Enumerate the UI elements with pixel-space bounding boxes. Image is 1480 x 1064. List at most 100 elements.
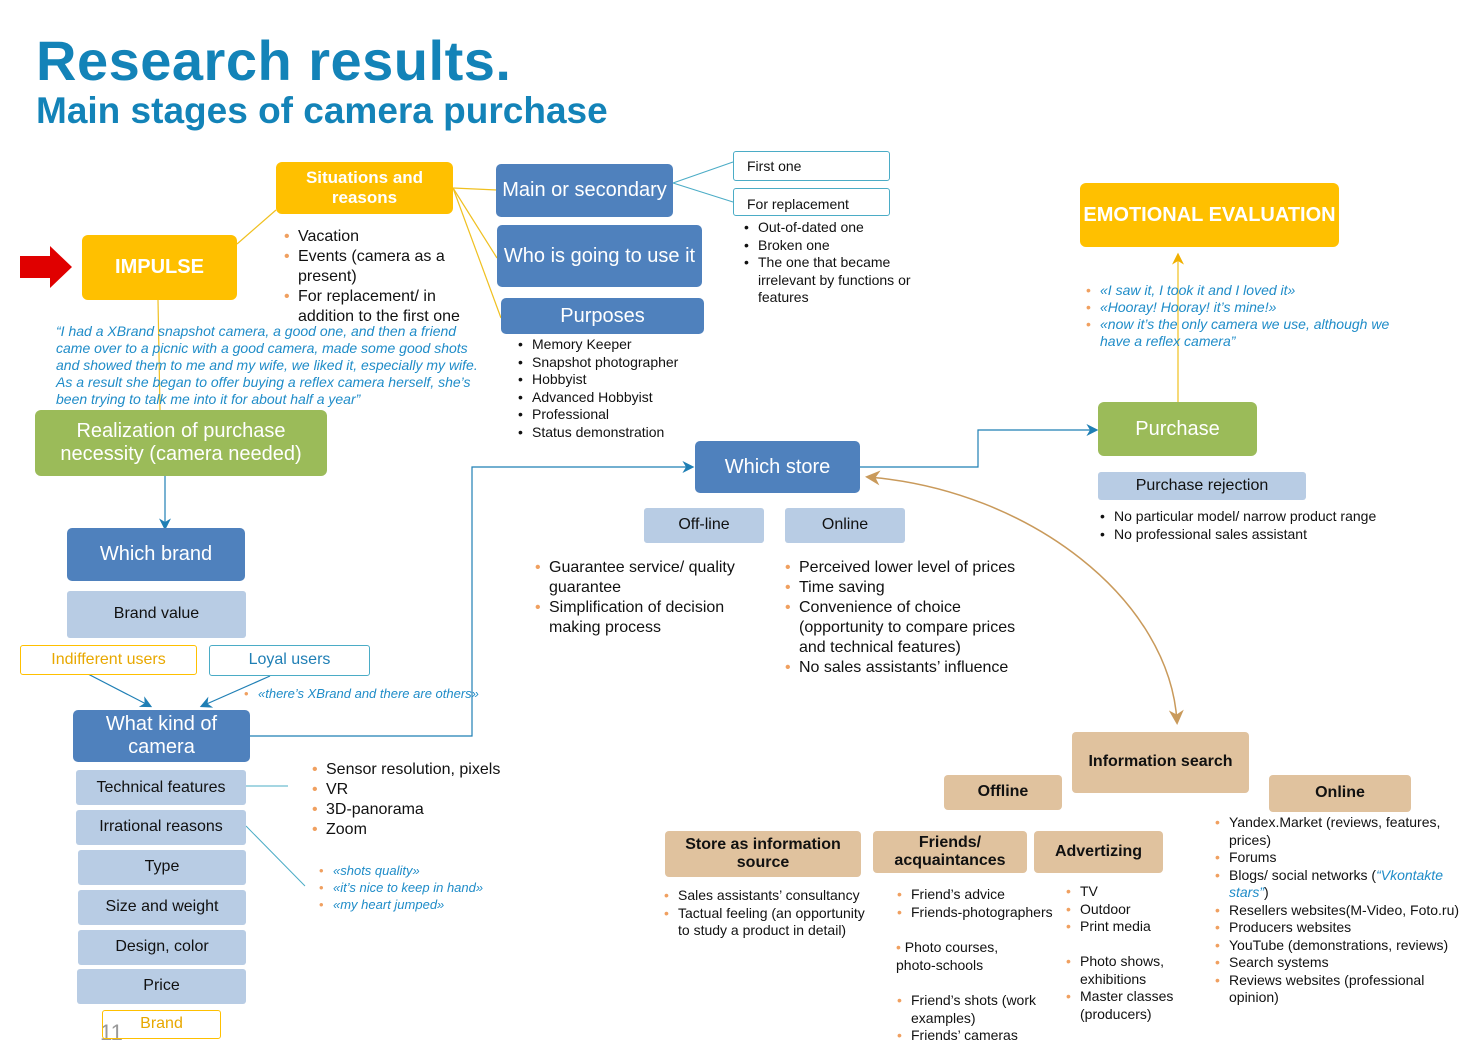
ad-list-2: Photo shows, exhibitions Master classes … — [1064, 953, 1184, 1023]
list-item: «Hooray! Hooray! it’s mine!» — [1084, 299, 1394, 316]
list-item: «now it’s the only camera we use, althou… — [1084, 316, 1394, 350]
list-item: Producers websites — [1213, 919, 1475, 937]
which-store-box: Which store — [695, 441, 860, 493]
list-item: Zoom — [310, 820, 530, 840]
friends-list-2: Friend’s shots (work examples) Friends’ … — [895, 992, 1070, 1045]
impulse-box: IMPULSE — [82, 235, 237, 300]
list-item: Reviews websites (professional opinion) — [1213, 972, 1475, 1007]
list-item: Sales assistants’ consultancy — [662, 887, 877, 905]
list-item: «there’s XBrand and there are others» — [242, 685, 502, 702]
list-item: Friend’s shots (work examples) — [895, 992, 1070, 1027]
page-subtitle: Main stages of camera purchase — [36, 90, 608, 131]
for-replacement-box: For replacement — [733, 188, 890, 216]
list-item: Professional — [516, 406, 716, 424]
type-box: Type — [78, 850, 246, 885]
list-item: Photo shows, exhibitions — [1064, 953, 1184, 988]
loyal-users-box: Loyal users — [209, 645, 370, 676]
brand-value-box: Brand value — [67, 591, 246, 638]
list-item: Perceived lower level of prices — [783, 558, 1043, 578]
store-source-box: Store as information source — [665, 831, 861, 877]
who-box: Who is going to use it — [497, 225, 702, 287]
list-item: Status demonstration — [516, 424, 716, 442]
friends-extra-text: Photo courses, photo-schools — [896, 939, 999, 973]
list-item: «my heart jumped» — [317, 896, 517, 913]
info-offline-box: Offline — [944, 775, 1062, 810]
page-title: Research results. — [36, 29, 512, 92]
irrational-quotes: «shots quality» «it’s nice to keep in ha… — [317, 862, 517, 913]
list-item: Snapshot photographer — [516, 354, 716, 372]
list-item: Memory Keeper — [516, 336, 716, 354]
list-item: For replacement/ in addition to the firs… — [282, 287, 482, 327]
list-item: Out-of-dated one — [742, 219, 942, 237]
list-item: Master classes (producers) — [1064, 988, 1184, 1023]
list-item: VR — [310, 780, 530, 800]
which-brand-box: Which brand — [67, 528, 245, 581]
list-item: Convenience of choice (opportunity to co… — [783, 598, 1043, 658]
info-online-box: Online — [1269, 775, 1411, 812]
list-item: TV — [1064, 883, 1184, 901]
list-item: Forums — [1213, 849, 1475, 867]
technical-features-box: Technical features — [76, 770, 246, 805]
list-item: Sensor resolution, pixels — [310, 760, 530, 780]
list-item: «shots quality» — [317, 862, 517, 879]
loyal-quote: «there’s XBrand and there are others» — [242, 685, 502, 702]
main-or-secondary-box: Main or secondary — [496, 164, 673, 217]
list-item: Search systems — [1213, 954, 1475, 972]
store-source-list: Sales assistants’ consultancy Tactual fe… — [662, 887, 877, 940]
store-online-box: Online — [785, 508, 905, 543]
list-item: Advanced Hobbyist — [516, 389, 716, 407]
list-item: No particular model/ narrow product rang… — [1098, 508, 1428, 526]
first-one-box: First one — [733, 151, 890, 181]
list-item: Hobbyist — [516, 371, 716, 389]
realization-box: Realization of purchase necessity (camer… — [35, 410, 327, 476]
purposes-list: Memory Keeper Snapshot photographer Hobb… — [516, 336, 716, 441]
emotional-quotes: «I saw it, I took it and I loved it» «Ho… — [1084, 282, 1394, 350]
rejection-list: No particular model/ narrow product rang… — [1098, 508, 1428, 543]
store-online-list: Perceived lower level of prices Time sav… — [783, 558, 1043, 678]
list-item: «it’s nice to keep in hand» — [317, 879, 517, 896]
indifferent-users-box: Indifferent users — [20, 645, 197, 675]
list-item: Guarantee service/ quality guarantee — [533, 558, 763, 598]
info-online-list: Yandex.Market (reviews, features, prices… — [1213, 814, 1475, 1007]
list-item: Outdoor — [1064, 901, 1184, 919]
size-weight-box: Size and weight — [78, 890, 246, 925]
ad-list: TV Outdoor Print media — [1064, 883, 1184, 936]
store-offline-box: Off-line — [644, 508, 764, 543]
brand-box: Brand — [102, 1010, 221, 1039]
blogs-text: Blogs/ social networks ( — [1229, 866, 1377, 883]
vkontakte-link: “Vkontakte stars” — [1229, 866, 1443, 901]
list-item: Resellers websites(M-Video, Foto.ru) — [1213, 902, 1475, 920]
situations-box: Situations and reasons — [276, 162, 453, 214]
red-arrow-icon — [20, 246, 72, 288]
list-item: Events (camera as a present) — [282, 247, 482, 287]
friends-list: Friend’s advice Friends-photographers — [895, 886, 1075, 921]
list-item: Tactual feeling (an opportunity to study… — [662, 905, 877, 940]
technical-list: Sensor resolution, pixels VR 3D-panorama… — [310, 760, 530, 840]
list-item: Time saving — [783, 578, 1043, 598]
price-box: Price — [77, 969, 246, 1004]
list-item: Simplification of decision making proces… — [533, 598, 763, 638]
purchase-box: Purchase — [1098, 402, 1257, 456]
list-item: «I saw it, I took it and I loved it» — [1084, 282, 1394, 299]
impulse-quote: “I had a XBrand snapshot camera, a good … — [56, 323, 478, 407]
list-item: Blogs/ social networks (“Vkontakte stars… — [1213, 867, 1475, 902]
list-item: Friend’s advice — [895, 886, 1075, 904]
store-offline-list: Guarantee service/ quality guarantee Sim… — [533, 558, 763, 638]
list-item: YouTube (demonstrations, reviews) — [1213, 937, 1475, 955]
replacement-list: Out-of-dated one Broken one The one that… — [742, 219, 942, 307]
blogs-suffix: ) — [1264, 884, 1269, 900]
list-item: Broken one — [742, 237, 942, 255]
purposes-box: Purposes — [501, 298, 704, 334]
emotional-evaluation-box: EMOTIONAL EVALUATION — [1080, 183, 1339, 247]
list-item: Yandex.Market (reviews, features, prices… — [1213, 814, 1475, 849]
irrational-reasons-box: Irrational reasons — [76, 810, 246, 845]
list-item: No sales assistants’ influence — [783, 658, 1043, 678]
situations-list: Vacation Events (camera as a present) Fo… — [282, 227, 482, 327]
what-kind-box: What kind of camera — [73, 710, 250, 762]
list-item: Friends’ cameras — [895, 1027, 1070, 1045]
list-item: The one that became irrelevant by functi… — [742, 254, 942, 307]
list-item: 3D-panorama — [310, 800, 530, 820]
bullet-icon: • — [896, 939, 905, 955]
list-item: Print media — [1064, 918, 1184, 936]
